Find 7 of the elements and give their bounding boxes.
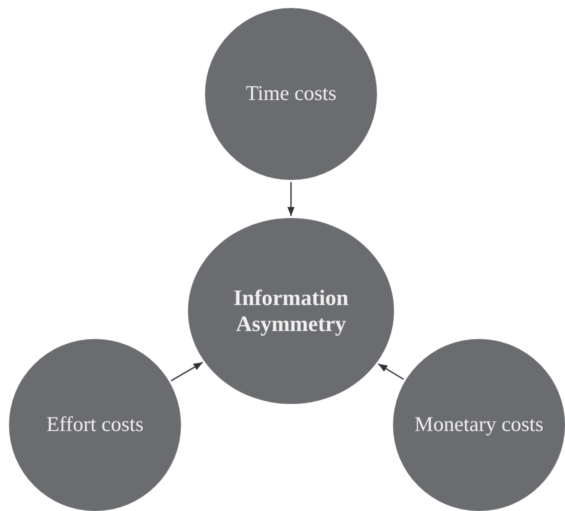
arrow (170, 362, 203, 382)
node-label: Effort costs (46, 412, 144, 438)
arrow (378, 363, 404, 380)
arrow (287, 182, 295, 216)
node-label: Time costs (246, 81, 336, 107)
node-label: Information Asymmetry (232, 284, 350, 338)
node-label: Monetary costs (414, 412, 544, 438)
